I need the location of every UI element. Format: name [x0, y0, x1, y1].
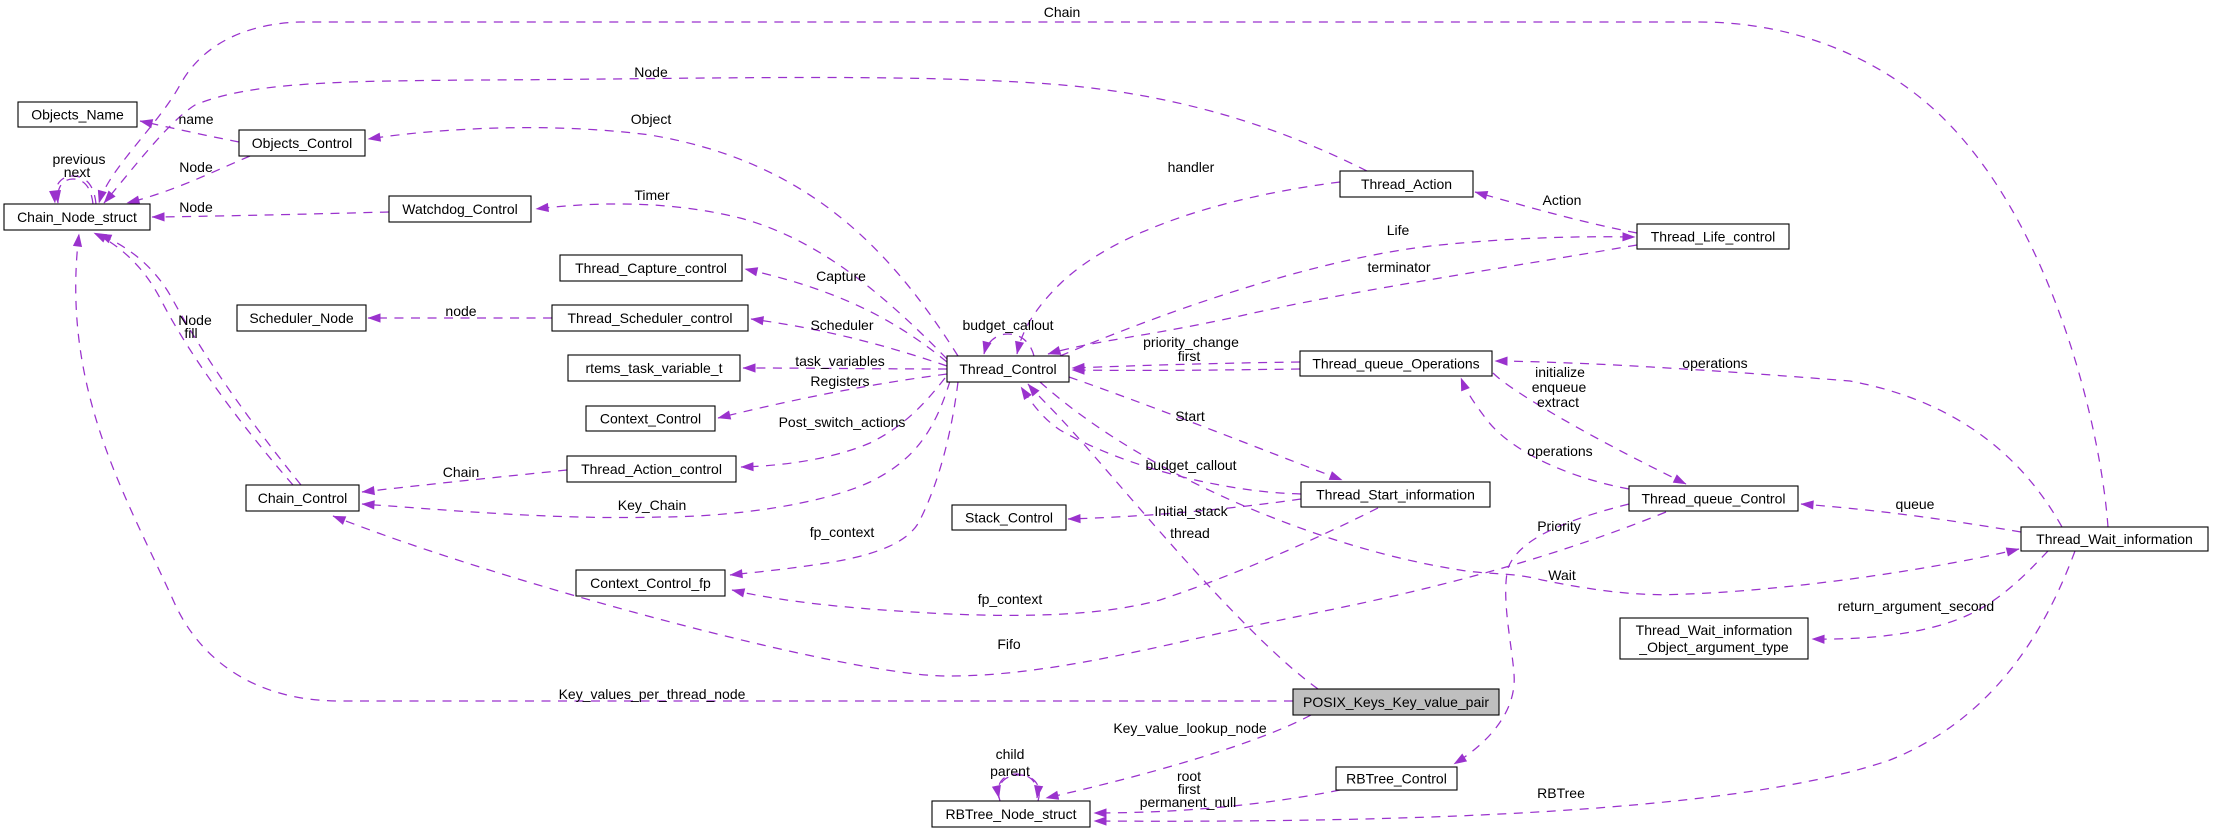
svg-text:Initial_stack: Initial_stack	[1154, 503, 1228, 519]
svg-text:Registers: Registers	[810, 373, 869, 389]
svg-text:Node: Node	[178, 312, 212, 328]
svg-text:thread: thread	[1170, 525, 1210, 541]
svg-text:first: first	[1178, 348, 1201, 364]
svg-text:Object: Object	[631, 111, 672, 127]
svg-text:root: root	[1177, 768, 1201, 784]
svg-text:initialize: initialize	[1535, 364, 1585, 380]
svg-text:child: child	[996, 746, 1025, 762]
svg-text:fp_context: fp_context	[810, 524, 875, 540]
svg-text:Node: Node	[634, 64, 668, 80]
svg-text:enqueue: enqueue	[1532, 379, 1587, 395]
svg-text:Chain: Chain	[1044, 4, 1081, 20]
svg-text:Thread_Action_control: Thread_Action_control	[581, 461, 722, 477]
svg-text:task_variables: task_variables	[795, 353, 885, 369]
svg-text:operations: operations	[1682, 355, 1747, 371]
svg-text:Life: Life	[1387, 222, 1410, 238]
svg-text:next: next	[64, 164, 91, 180]
svg-text:node: node	[445, 303, 476, 319]
svg-text:extract: extract	[1537, 394, 1579, 410]
svg-text:name: name	[178, 111, 213, 127]
svg-text:Node: Node	[179, 199, 213, 215]
svg-text:rtems_task_variable_t: rtems_task_variable_t	[586, 360, 723, 376]
svg-text:Context_Control_fp: Context_Control_fp	[590, 575, 711, 591]
svg-text:Stack_Control: Stack_Control	[965, 510, 1053, 526]
svg-text:Action: Action	[1543, 192, 1582, 208]
svg-text:Objects_Name: Objects_Name	[31, 107, 124, 123]
svg-text:Thread_Start_information: Thread_Start_information	[1316, 487, 1475, 503]
svg-text:operations: operations	[1527, 443, 1592, 459]
svg-text:queue: queue	[1896, 496, 1935, 512]
svg-text:Key_values_per_thread_node: Key_values_per_thread_node	[559, 686, 746, 702]
svg-text:Thread_queue_Control: Thread_queue_Control	[1642, 491, 1786, 507]
svg-text:Capture: Capture	[816, 268, 866, 284]
svg-text:Thread_queue_Operations: Thread_queue_Operations	[1312, 356, 1479, 372]
svg-text:Scheduler: Scheduler	[810, 317, 873, 333]
svg-text:Thread_Life_control: Thread_Life_control	[1651, 229, 1776, 245]
svg-text:Fifo: Fifo	[997, 636, 1021, 652]
svg-text:Context_Control: Context_Control	[600, 411, 701, 427]
svg-text:terminator: terminator	[1367, 259, 1430, 275]
svg-text:permanent_null: permanent_null	[1140, 794, 1237, 810]
svg-text:Key_value_lookup_node: Key_value_lookup_node	[1113, 720, 1267, 736]
svg-text:budget_callout: budget_callout	[1145, 457, 1236, 473]
svg-text:Chain_Control: Chain_Control	[258, 490, 348, 506]
svg-text:Start: Start	[1175, 408, 1205, 424]
svg-text:parent: parent	[990, 763, 1030, 779]
svg-text:Thread_Action: Thread_Action	[1361, 176, 1452, 192]
svg-text:RBTree_Node_struct: RBTree_Node_struct	[946, 806, 1077, 822]
svg-text:Key_Chain: Key_Chain	[618, 497, 687, 513]
svg-text:RBTree: RBTree	[1537, 785, 1585, 801]
svg-text:fp_context: fp_context	[978, 591, 1043, 607]
svg-text:RBTree_Control: RBTree_Control	[1346, 771, 1447, 787]
svg-text:Thread_Capture_control: Thread_Capture_control	[575, 260, 727, 276]
svg-text:fill: fill	[184, 325, 197, 341]
svg-text:Post_switch_actions: Post_switch_actions	[779, 414, 906, 430]
svg-text:Timer: Timer	[634, 187, 670, 203]
svg-text:Objects_Control: Objects_Control	[252, 135, 352, 151]
svg-text:budget_callout: budget_callout	[962, 317, 1053, 333]
svg-text:_Object_argument_type: _Object_argument_type	[1638, 639, 1789, 655]
svg-text:Wait: Wait	[1548, 567, 1576, 583]
svg-text:Chain_Node_struct: Chain_Node_struct	[17, 209, 137, 225]
svg-text:Thread_Control: Thread_Control	[959, 361, 1056, 377]
svg-text:return_argument_second: return_argument_second	[1838, 598, 1994, 614]
svg-text:Thread_Wait_information: Thread_Wait_information	[2036, 531, 2193, 547]
svg-text:previous: previous	[53, 151, 106, 167]
svg-text:POSIX_Keys_Key_value_pair: POSIX_Keys_Key_value_pair	[1303, 694, 1489, 710]
svg-text:priority_change: priority_change	[1143, 334, 1239, 350]
svg-text:handler: handler	[1168, 159, 1215, 175]
svg-text:Thread_Scheduler_control: Thread_Scheduler_control	[568, 310, 733, 326]
svg-text:Scheduler_Node: Scheduler_Node	[249, 310, 354, 326]
svg-text:Chain: Chain	[443, 464, 480, 480]
svg-text:first: first	[1178, 781, 1201, 797]
svg-text:Thread_Wait_information: Thread_Wait_information	[1636, 622, 1793, 638]
svg-text:Watchdog_Control: Watchdog_Control	[402, 201, 517, 217]
svg-text:Priority: Priority	[1537, 518, 1581, 534]
svg-text:Node: Node	[179, 159, 213, 175]
